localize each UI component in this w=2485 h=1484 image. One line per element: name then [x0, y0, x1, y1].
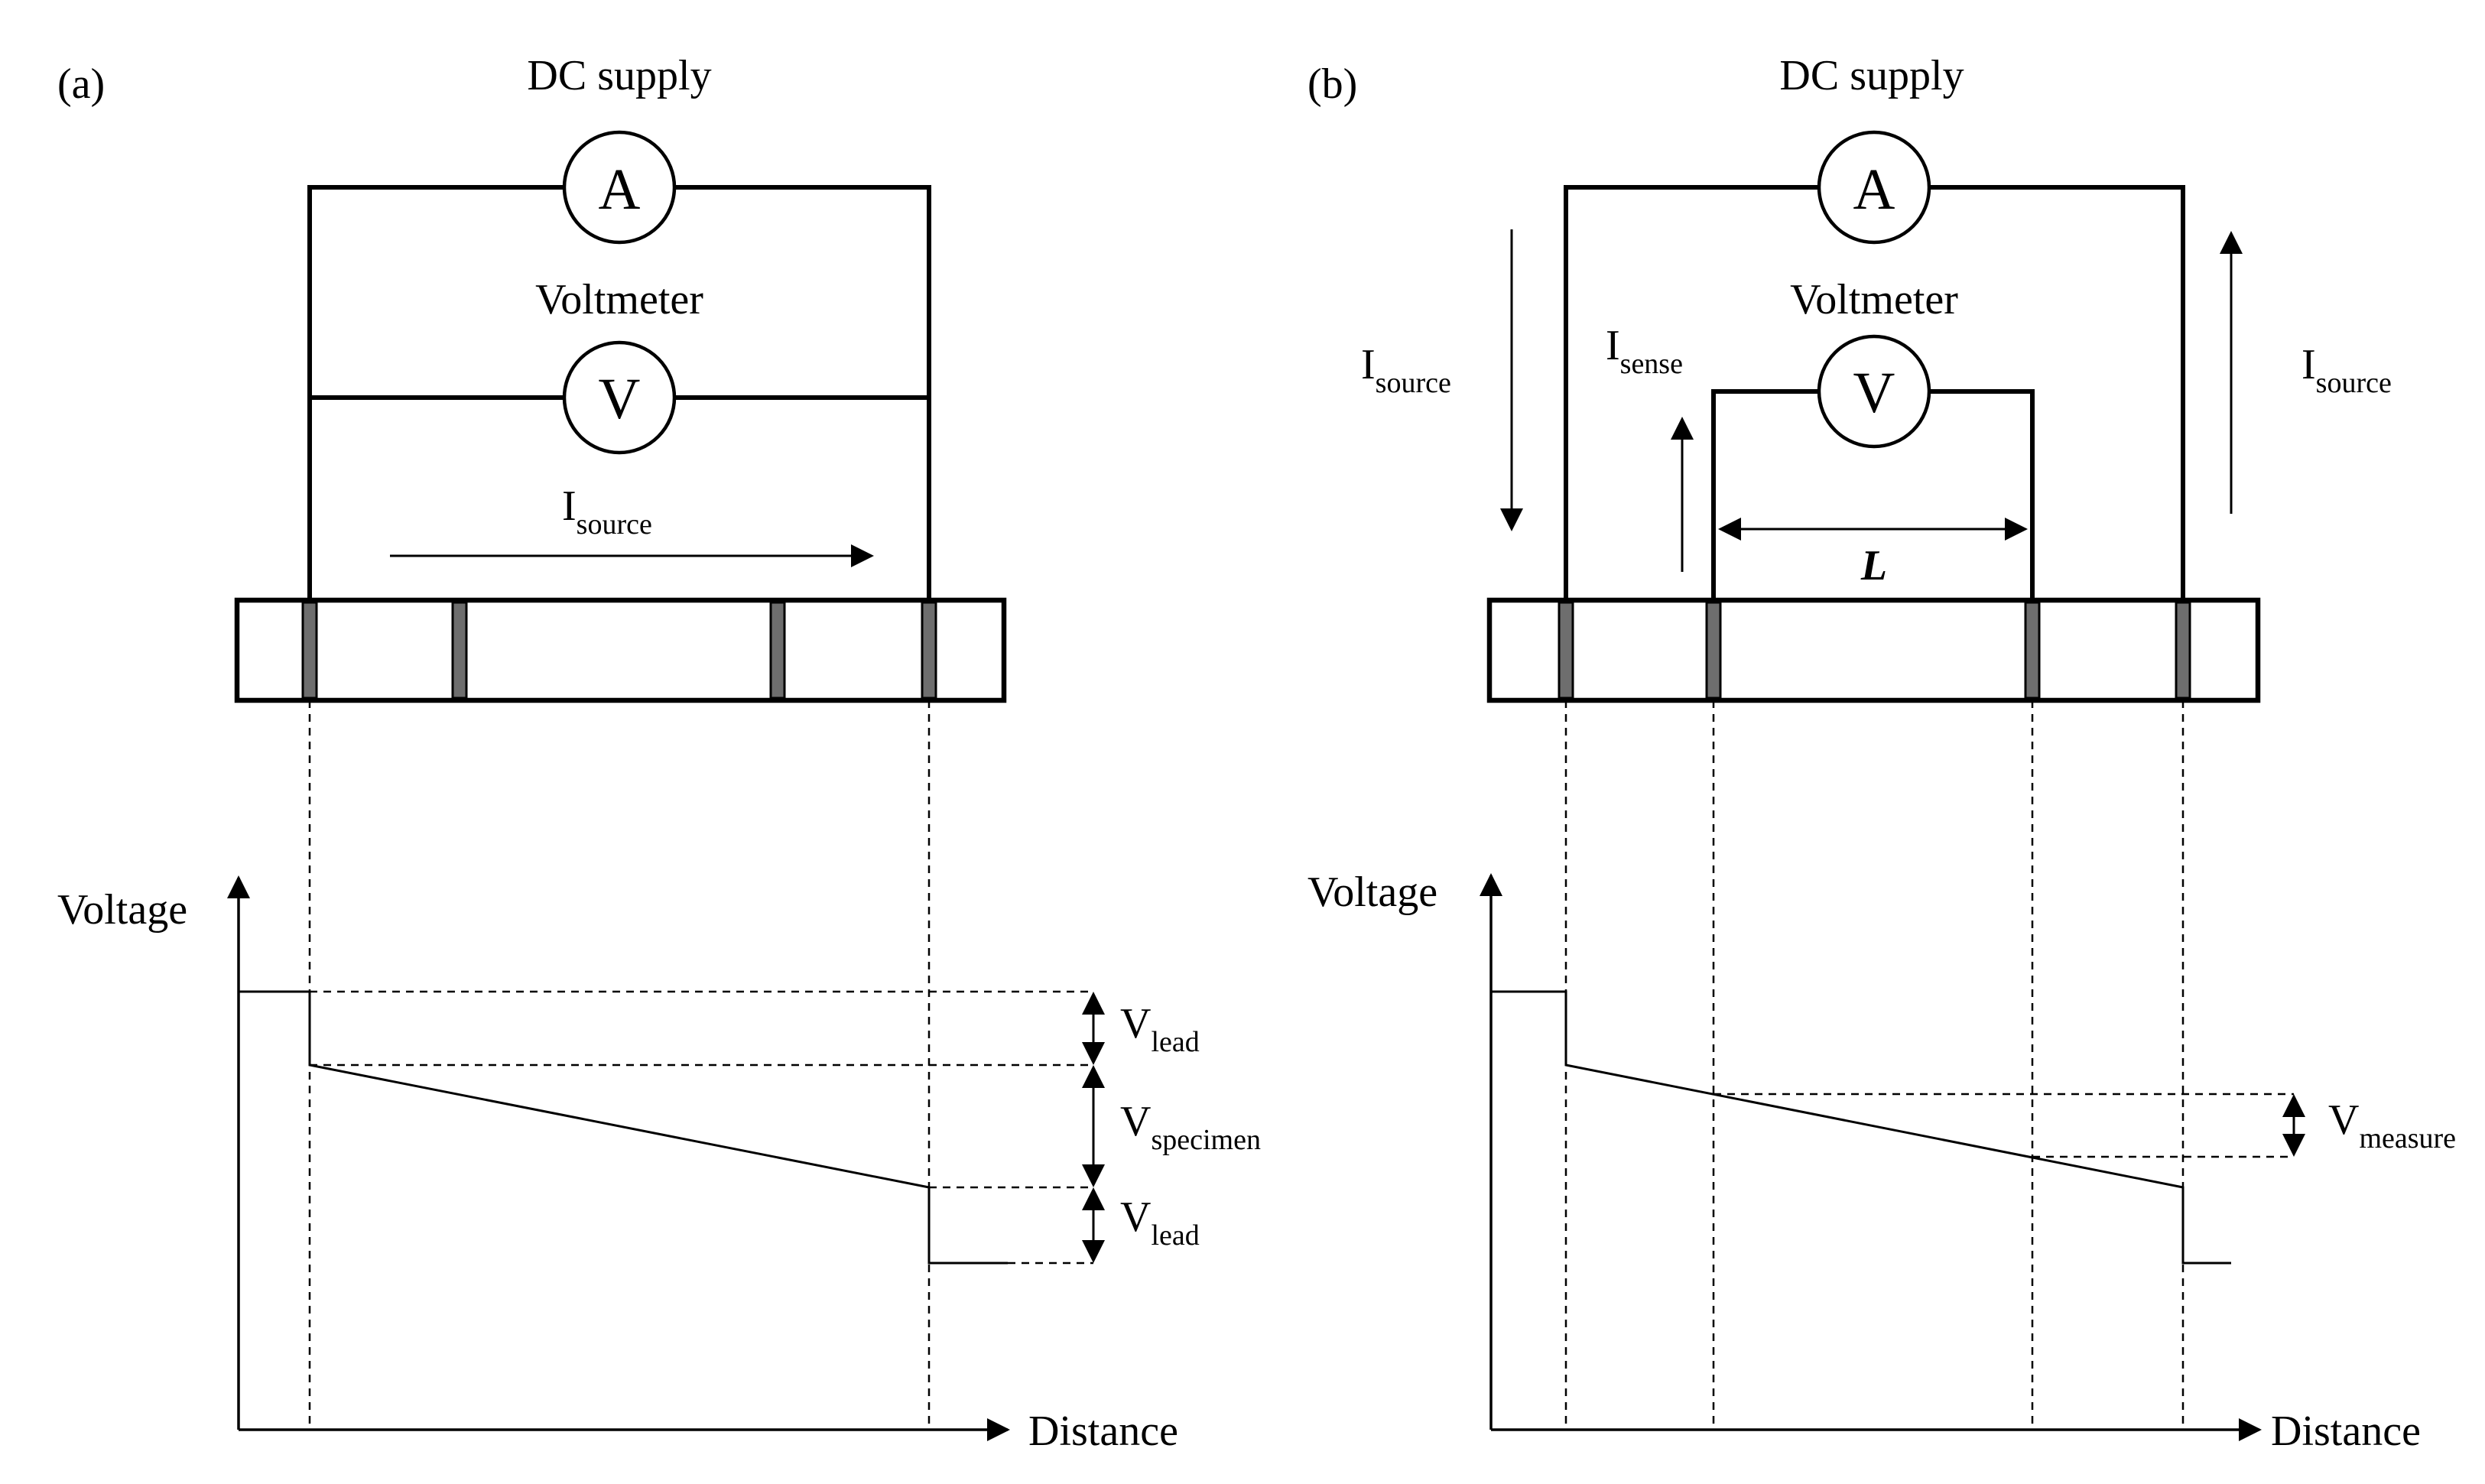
panel-a-vlead-top-main: V — [1120, 1000, 1151, 1047]
panel-b-voltage-plot: Voltage Distance Vmeasure — [1307, 700, 2456, 1455]
panel-b-voltage-profile — [1491, 990, 2231, 1265]
panel-b-x-label: Distance — [2271, 1408, 2421, 1455]
panel-a: (a) DC supply A Voltmeter V Isource Vol — [57, 52, 1261, 1455]
panel-b-specimen-bar — [1486, 597, 2261, 703]
panel-a-circuit: A Voltmeter V Isource — [307, 130, 931, 600]
panel-b-vmeasure-sub: measure — [2359, 1122, 2456, 1154]
panel-b-electrode-1 — [1558, 601, 1574, 700]
panel-a-supply-label: DC supply — [527, 52, 711, 99]
panel-b-supply-label: DC supply — [1779, 52, 1964, 99]
panel-a-specimen-bar — [234, 597, 1007, 703]
panel-a-current-main: I — [562, 482, 577, 530]
panel-a-voltmeter-circle — [562, 340, 677, 455]
panel-a-vlead-top-sub: lead — [1151, 1026, 1199, 1058]
panel-b-current-sense-label: Isense — [1606, 322, 1683, 380]
panel-a-voltage-profile — [239, 990, 1008, 1265]
panel-a-electrode-1 — [301, 601, 318, 700]
panel-a-y-label: Voltage — [57, 886, 187, 934]
panel-a-x-label: Distance — [1028, 1408, 1178, 1455]
panel-b-voltmeter-symbol: V — [1853, 361, 1895, 425]
panel-a-vlead-bottom-main: V — [1120, 1193, 1151, 1241]
panel-a-current-sub: source — [577, 508, 652, 541]
panel-b-voltmeter-circle — [1817, 334, 1931, 449]
panel-b-current-right-sub: source — [2316, 367, 2392, 399]
panel-b: (b) DC supply A Voltmeter V Isource Isen… — [1307, 52, 2456, 1455]
panel-b-current-sense-main: I — [1606, 322, 1620, 369]
panel-a-electrode-3 — [769, 601, 786, 700]
panel-b-voltmeter-label: Voltmeter — [1790, 276, 1958, 323]
panel-b-length-label: L — [1860, 542, 1887, 589]
panel-b-current-left-main: I — [1361, 341, 1376, 388]
panel-b-current-left-sub: source — [1376, 367, 1451, 399]
panel-b-ammeter-circle — [1817, 130, 1931, 245]
panel-a-voltmeter-symbol: V — [599, 367, 641, 431]
panel-a-specimen — [234, 597, 1007, 703]
panel-b-circuit: A Voltmeter V Isource Isense Isource L — [1361, 130, 2392, 600]
panel-b-specimen — [1486, 597, 2261, 703]
panel-b-vmeasure-main: V — [2328, 1096, 2359, 1144]
panel-b-vmeasure-label: Vmeasure — [2328, 1096, 2456, 1154]
panel-a-vlead-bottom-sub: lead — [1151, 1219, 1199, 1252]
panel-b-current-left-label: Isource — [1361, 341, 1451, 399]
panel-a-vspecimen-main: V — [1120, 1098, 1151, 1145]
panel-b-electrode-2 — [1705, 601, 1722, 700]
panel-a-electrode-4 — [921, 601, 937, 700]
panel-b-electrode-3 — [2024, 601, 2041, 700]
panel-a-electrode-2 — [451, 601, 468, 700]
panel-a-vlead-top-label: Vlead — [1120, 1000, 1200, 1058]
panel-b-current-right-label: Isource — [2301, 341, 2392, 399]
panel-b-ammeter-symbol: A — [1853, 157, 1895, 222]
panel-b-current-right-main: I — [2301, 341, 2316, 388]
panel-a-vspecimen-label: Vspecimen — [1120, 1098, 1261, 1156]
panel-a-vlead-bottom-label: Vlead — [1120, 1193, 1200, 1252]
panel-a-vspecimen-sub: specimen — [1151, 1124, 1261, 1156]
panel-a-voltmeter-label: Voltmeter — [535, 276, 703, 323]
panel-a-label: (a) — [57, 60, 105, 108]
panel-a-current-label: Isource — [562, 482, 652, 541]
panel-a-ammeter-symbol: A — [599, 157, 641, 222]
panel-b-label: (b) — [1307, 60, 1357, 108]
panel-b-electrode-4 — [2175, 601, 2191, 700]
panel-b-y-label: Voltage — [1307, 869, 1437, 916]
panel-a-voltage-plot: Voltage Distance Vlead Vspecimen Vlead — [57, 700, 1261, 1455]
panel-a-ammeter-circle — [562, 130, 677, 245]
panel-b-current-sense-sub: sense — [1620, 348, 1683, 380]
